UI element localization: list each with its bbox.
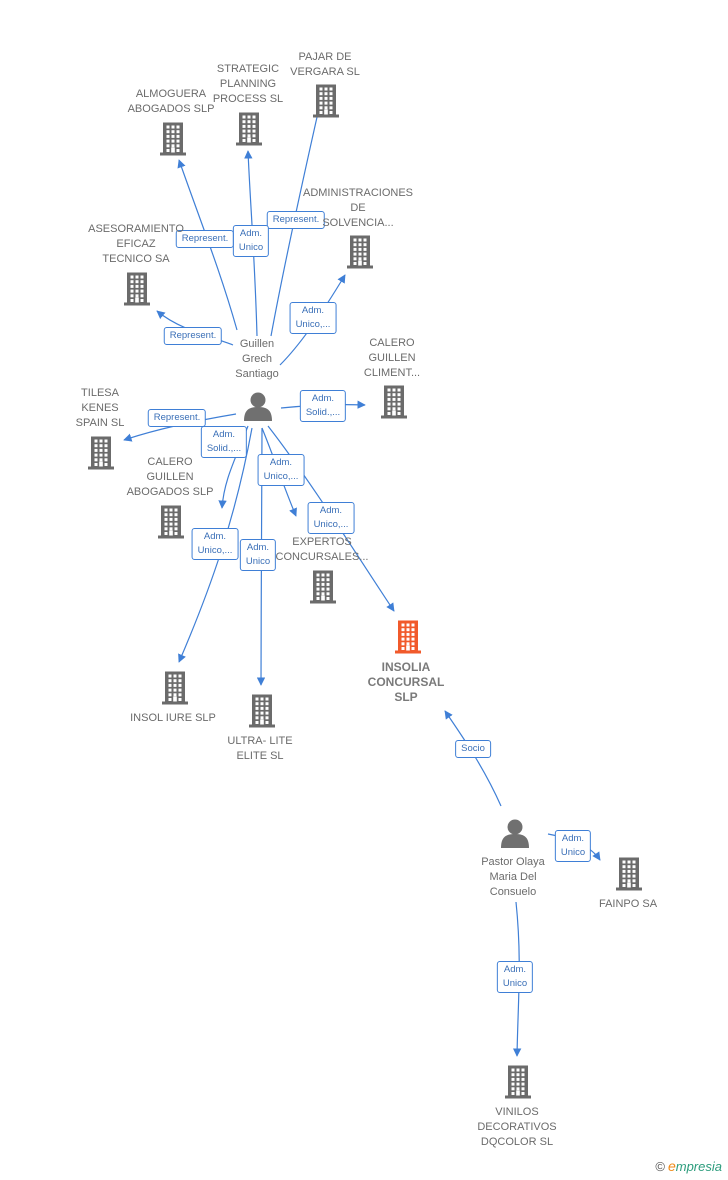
edge-label-almoguera[interactable]: Represent. <box>175 230 235 248</box>
nodes-layer <box>88 84 642 1099</box>
edge-label-calero_climent[interactable]: Adm. Solid.,... <box>299 390 347 422</box>
building-icon[interactable] <box>313 84 339 118</box>
edge-label-insolia[interactable]: Adm. Unico,... <box>307 502 355 534</box>
node-label-strategic[interactable]: STRATEGIC PLANNING PROCESS SL <box>212 63 284 105</box>
node-label-tilesa[interactable]: TILESA KENES SPAIN SL <box>75 387 125 429</box>
node-label-pastor[interactable]: Pastor Olaya Maria Del Consuelo <box>481 856 545 898</box>
node-label-expertos[interactable]: EXPERTOS CONCURSALES... <box>275 536 369 563</box>
node-label-calero_abogados[interactable]: CALERO GUILLEN ABOGADOS SLP <box>126 456 214 498</box>
edge-label-tilesa[interactable]: Represent. <box>147 409 207 427</box>
brand-logo-initial: e <box>667 1158 676 1174</box>
node-label-fainpo[interactable]: FAINPO SA <box>598 898 658 910</box>
person-icon[interactable] <box>501 819 529 849</box>
building-icon[interactable] <box>249 694 275 728</box>
edge-label-insolia[interactable]: Socio <box>455 740 491 758</box>
copyright-symbol: © <box>655 1159 665 1174</box>
focus-building-icon[interactable] <box>395 620 421 654</box>
node-label-vinilos[interactable]: VINILOS DECORATIVOS DQCOLOR SL <box>477 1106 557 1148</box>
edge-label-administraciones[interactable]: Adm. Unico,... <box>289 302 337 334</box>
building-icon[interactable] <box>160 122 186 156</box>
node-label-guillen[interactable]: Guillen Grech Santiago <box>235 338 279 380</box>
edge-label-ultra[interactable]: Adm. Unico <box>239 539 277 571</box>
node-label-pajar[interactable]: PAJAR DE VERGARA SL <box>290 51 360 78</box>
edge-pastor-to-insolia <box>444 710 502 807</box>
building-icon[interactable] <box>236 112 262 146</box>
brand-footer[interactable]: ©empresia <box>655 1158 722 1174</box>
edge-label-calero_abogados[interactable]: Adm. Solid.,... <box>200 426 248 458</box>
building-icon[interactable] <box>347 235 373 269</box>
edge-label-fainpo[interactable]: Adm. Unico <box>554 830 592 862</box>
node-label-insolia[interactable]: INSOLIA CONCURSAL SLP <box>367 660 445 704</box>
building-icon[interactable] <box>505 1065 531 1099</box>
node-label-asesoramiento[interactable]: ASESORAMIENTO EFICAZ TECNICO SA <box>88 223 184 265</box>
building-icon[interactable] <box>162 671 188 705</box>
edge-label-pajar[interactable]: Represent. <box>266 211 326 229</box>
edge-label-strategic[interactable]: Adm. Unico <box>232 225 270 257</box>
node-label-almoguera[interactable]: ALMOGUERA ABOGADOS SLP <box>127 88 215 115</box>
building-icon[interactable] <box>124 272 150 306</box>
building-icon[interactable] <box>381 385 407 419</box>
building-icon[interactable] <box>616 857 642 891</box>
building-icon[interactable] <box>88 436 114 470</box>
building-icon[interactable] <box>158 505 184 539</box>
node-label-administraciones[interactable]: ADMINISTRACIONES DE SOLVENCIA... <box>302 187 414 229</box>
brand-logo-text: mpresia <box>675 1159 722 1174</box>
node-label-calero_climent[interactable]: CALERO GUILLEN CLIMENT... <box>363 337 421 379</box>
building-icon[interactable] <box>310 570 336 604</box>
node-label-insol_iure[interactable]: INSOL IURE SLP <box>130 712 216 724</box>
person-icon[interactable] <box>244 392 272 422</box>
node-label-ultra[interactable]: ULTRA- LITE ELITE SL <box>227 735 293 762</box>
edge-label-expertos[interactable]: Adm. Unico,... <box>257 454 305 486</box>
edge-label-vinilos[interactable]: Adm. Unico <box>496 961 534 993</box>
edge-label-insol_iure[interactable]: Adm. Unico,... <box>191 528 239 560</box>
edge-label-asesoramiento[interactable]: Represent. <box>163 327 223 345</box>
